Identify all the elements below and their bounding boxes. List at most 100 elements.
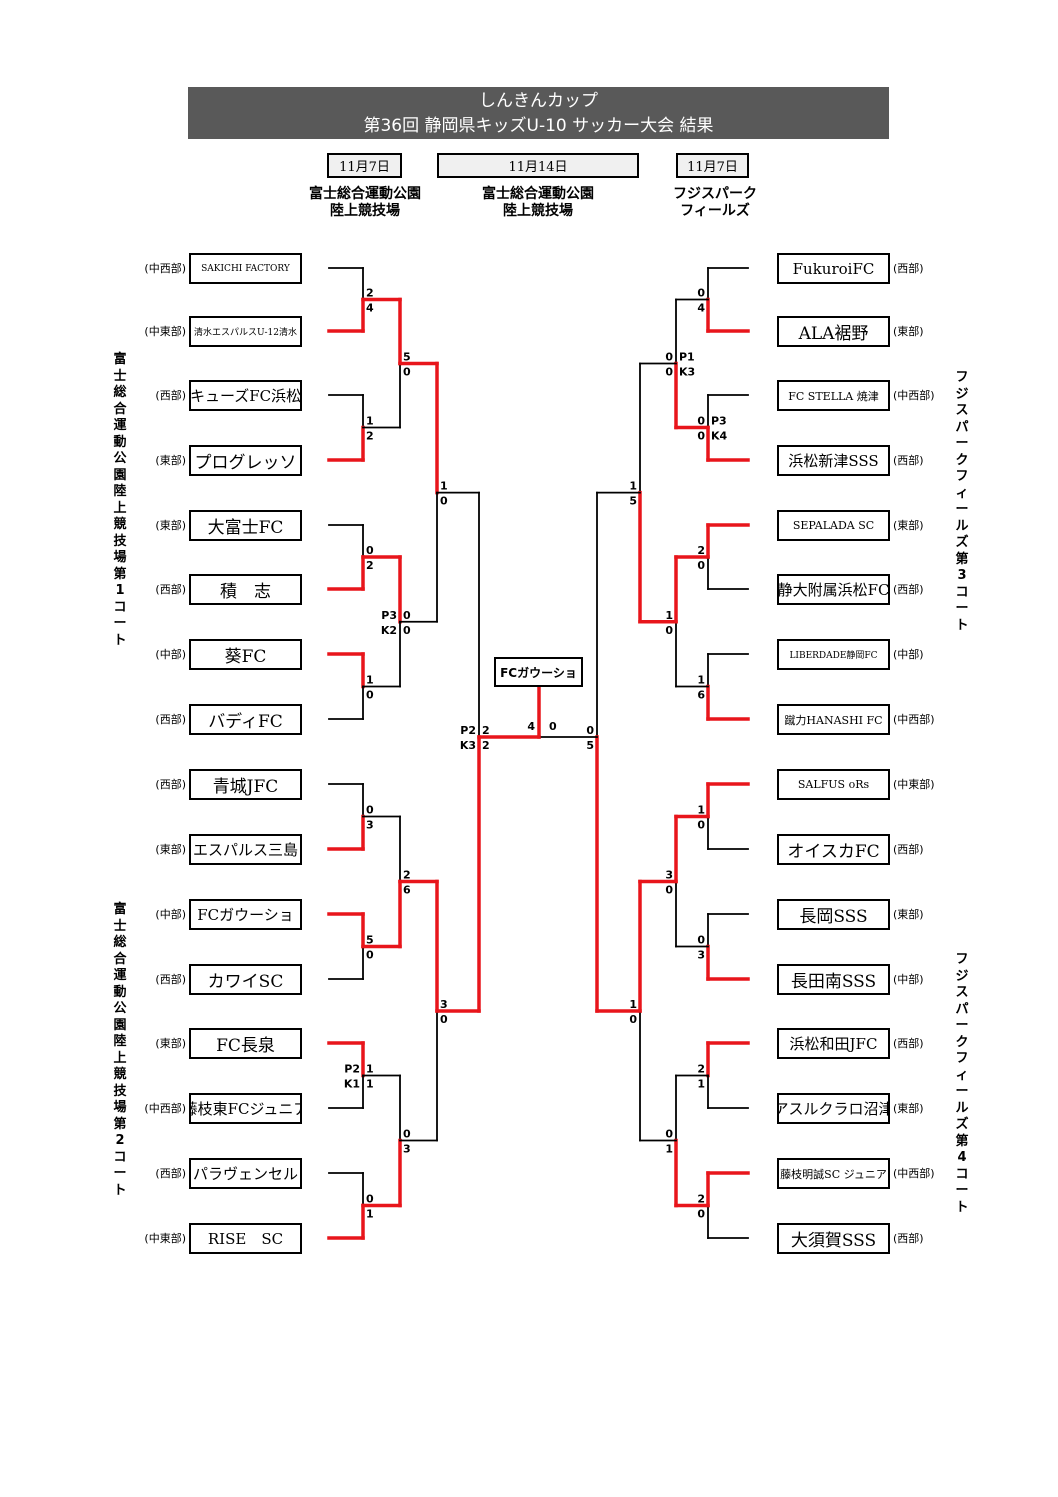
date-center: 11月14日: [437, 153, 639, 178]
team-region: (中東部): [144, 325, 186, 338]
score-bottom: 5: [629, 495, 637, 508]
team-region: (中西部): [893, 1167, 935, 1180]
team-region: (中西部): [144, 262, 186, 275]
team-region: (西部): [893, 262, 924, 275]
pk-label: P2: [460, 724, 476, 737]
pk-label: P3: [711, 415, 727, 428]
team-box: FCガウーショ: [189, 899, 302, 930]
score-top: 2: [366, 287, 374, 300]
score-bottom: 0: [440, 495, 448, 508]
team-box: RISE SC: [189, 1223, 302, 1254]
team-box: 葵FC: [189, 639, 302, 670]
team-region: (西部): [893, 1232, 924, 1245]
side-label-right-bottom: フジスパークフィールズ 第4コート: [955, 952, 982, 1215]
venue-center: 富士総合運動公園 陸上競技場: [463, 186, 613, 220]
score-bottom: 1: [697, 1078, 705, 1091]
score-bottom: 5: [586, 739, 594, 752]
pk-label: P1: [679, 351, 695, 364]
score-top: 0: [403, 609, 411, 622]
score-top: 2: [482, 724, 490, 737]
side-label-right-top: フジスパークフィールズ 第3コート: [955, 370, 982, 633]
team-box: LIBERDADE静岡FC: [777, 639, 890, 670]
score-bottom: 3: [697, 949, 705, 962]
score-bottom: 3: [366, 819, 374, 832]
pk-label: K3: [460, 739, 476, 752]
team-region: (西部): [893, 1037, 924, 1050]
score-bottom: 0: [665, 624, 673, 637]
team-box: 長岡SSS: [777, 899, 890, 930]
score-bottom: 0: [403, 624, 411, 637]
team-box: キューズFC浜松: [189, 380, 302, 411]
team-region: (中西部): [893, 389, 935, 402]
venue-right-line-1: フジスパーク: [673, 186, 757, 202]
team-box: SEPALADA SC: [777, 510, 890, 541]
score-bottom: 4: [697, 302, 705, 315]
team-region: (中西部): [144, 1102, 186, 1115]
team-box: 清水エスパルスU-12清水: [189, 316, 302, 347]
date-left: 11月7日: [327, 153, 402, 178]
score-bottom: 0: [629, 1013, 637, 1026]
score-top: 5: [366, 934, 374, 947]
team-box: エスパルス三島: [189, 834, 302, 865]
team-region: (東部): [155, 843, 186, 856]
team-box: FC長泉: [189, 1028, 302, 1059]
venue-center-line-2: 陸上競技場: [503, 203, 573, 219]
score-bottom: 0: [366, 689, 374, 702]
score-top: 1: [629, 998, 637, 1011]
score-top: 0: [697, 287, 705, 300]
date-right: 11月7日: [676, 153, 749, 178]
score-bottom: 0: [440, 1013, 448, 1026]
team-box: 大富士FC: [189, 510, 302, 541]
team-region: (西部): [893, 454, 924, 467]
score-bottom: 1: [665, 1143, 673, 1156]
team-box: 積 志: [189, 574, 302, 605]
venue-left: 富士総合運動公園 陸上競技場: [290, 186, 440, 220]
score-bottom: 0: [697, 430, 705, 443]
team-region: (中部): [155, 648, 186, 661]
score-top: 0: [366, 1193, 374, 1206]
venue-center-line-1: 富士総合運動公園: [482, 186, 594, 202]
score-top: 2: [403, 869, 411, 882]
team-region: (東部): [893, 519, 924, 532]
team-box: 静大附属浜松FC: [777, 574, 890, 605]
team-box: プログレッソ: [189, 445, 302, 476]
score-bottom: 0: [403, 366, 411, 379]
final-score-left: 4: [527, 720, 535, 733]
score-bottom: 3: [403, 1143, 411, 1156]
team-box: カワイSC: [189, 964, 302, 995]
score-top: 1: [366, 1063, 374, 1076]
venue-right: フジスパーク フィールズ: [650, 186, 780, 220]
team-region: (東部): [893, 908, 924, 921]
team-region: (中部): [893, 648, 924, 661]
side-label-left-bottom: 富士総合運動公園陸上競技場 第2コート: [113, 902, 140, 1198]
score-top: 0: [665, 1128, 673, 1141]
team-region: (中部): [155, 908, 186, 921]
team-region: (西部): [155, 713, 186, 726]
team-box: 青城JFC: [189, 769, 302, 800]
score-top: 1: [366, 674, 374, 687]
team-region: (西部): [155, 778, 186, 791]
team-box: オイスカFC: [777, 834, 890, 865]
team-box: 大須賀SSS: [777, 1223, 890, 1254]
team-region: (西部): [155, 389, 186, 402]
team-box: 長田南SSS: [777, 964, 890, 995]
team-region: (中東部): [893, 778, 935, 791]
score-top: 3: [440, 998, 448, 1011]
score-bottom: 0: [665, 884, 673, 897]
score-bottom: 0: [366, 949, 374, 962]
score-top: 2: [697, 1193, 705, 1206]
team-region: (東部): [155, 1037, 186, 1050]
score-top: 0: [697, 934, 705, 947]
score-bottom: 2: [366, 559, 374, 572]
score-bottom: 0: [697, 819, 705, 832]
score-bottom: 4: [366, 302, 374, 315]
team-box: 藤枝東FCジュニア: [189, 1093, 302, 1124]
pk-label: K3: [679, 366, 695, 379]
score-bottom: 0: [665, 366, 673, 379]
team-region: (西部): [893, 843, 924, 856]
team-region: (東部): [893, 325, 924, 338]
champion-box: FCガウーショ: [494, 657, 583, 687]
team-box: ALA裾野: [777, 316, 890, 347]
score-bottom: 0: [697, 559, 705, 572]
team-region: (西部): [893, 583, 924, 596]
